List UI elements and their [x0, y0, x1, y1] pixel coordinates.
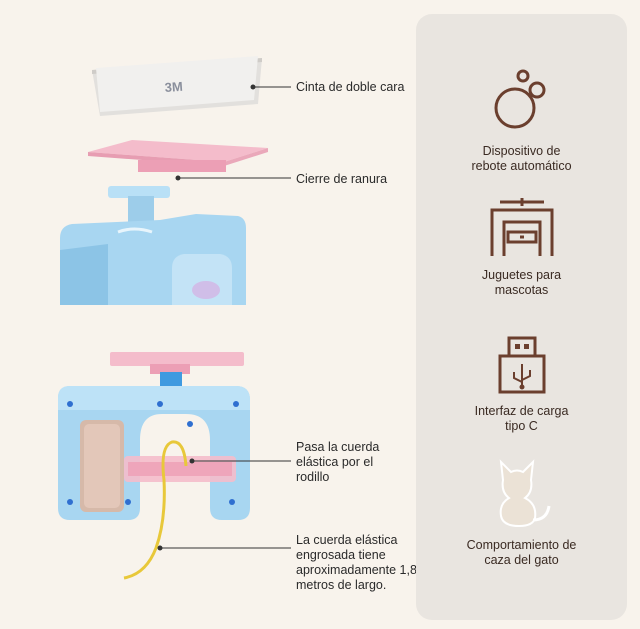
usb-icon [498, 336, 545, 394]
feature-type-c-charging: Interfaz de carga tipo C [416, 336, 627, 434]
double-sided-tape: 3M [92, 56, 262, 116]
bubbles-icon [494, 69, 545, 129]
callout-double-sided-tape: Cinta de doble cara [296, 80, 405, 94]
feature-label: Dispositivo de rebote automático [471, 144, 572, 173]
slot-lock-plate [88, 140, 268, 172]
cat-furniture-icon [490, 198, 553, 256]
callout-slot-lock: Cierre de ranura [296, 172, 388, 186]
feature-label: Interfaz de carga tipo C [474, 404, 569, 433]
feature-pet-toys: Juguetes para mascotas [416, 196, 627, 298]
feature-label: Comportamiento de caza del gato [466, 538, 577, 567]
device-bottom-section [58, 352, 250, 520]
feature-label: Juguetes para mascotas [481, 268, 562, 297]
callout-roller: Pasa la cuerda elástica por el rodillo [296, 440, 380, 484]
tape-logo-text: 3M [164, 79, 183, 95]
callout-elastic-cord: La cuerda elástica engrosada tiene aprox… [296, 533, 417, 592]
elastic-cord [123, 440, 188, 580]
device-top-section [60, 186, 246, 305]
feature-cat-hunting: Comportamiento de caza del gato [416, 458, 627, 568]
feature-auto-rebound: Dispositivo de rebote automático [416, 68, 627, 174]
cat-icon [499, 459, 550, 528]
features-panel: Dispositivo de rebote automático Juguete… [416, 14, 627, 620]
